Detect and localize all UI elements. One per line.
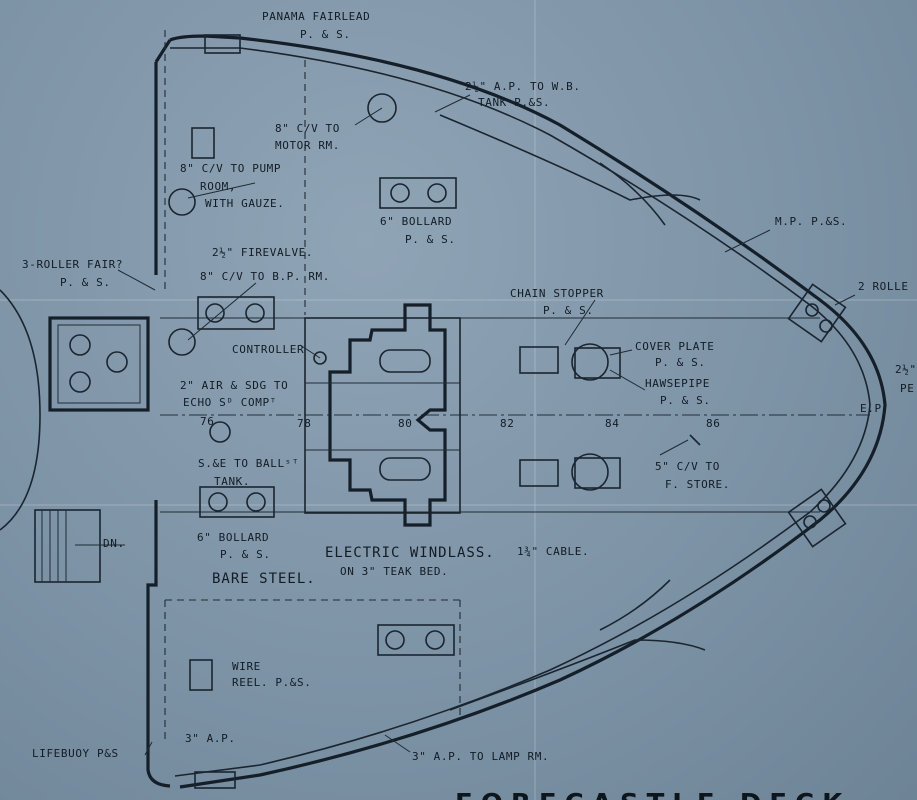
label-ap-three: 3" A.P. xyxy=(185,732,236,745)
roller-fairlead xyxy=(48,316,150,412)
electric-windlass xyxy=(304,303,461,527)
label-two-roller: 2 ROLLE xyxy=(858,280,909,293)
frame-84: 84 xyxy=(605,417,619,430)
label-hawse-pipe-sub: P. & S. xyxy=(660,394,711,407)
label-ap-lamp: 3" A.P. TO LAMP RM. xyxy=(412,750,549,763)
leaders xyxy=(117,94,856,756)
label-cover-plate-sub: P. & S. xyxy=(655,356,706,369)
label-bollard-low: 6" BOLLARD xyxy=(197,531,269,544)
dashed-outlines xyxy=(164,30,461,740)
label-cv-bp-rm: 8" C/V TO B.P. RM. xyxy=(200,270,330,283)
label-electric-windlass: ELECTRIC WINDLASS. xyxy=(325,545,495,561)
label-lifebuoy: LIFEBUOY P&S xyxy=(32,747,119,760)
bollards xyxy=(197,177,457,656)
label-panama-fairlead-sub: P. & S. xyxy=(300,28,351,41)
label-cv-pump-room-3: WITH GAUZE. xyxy=(205,197,284,210)
drawing-title: FORECASTLE DECK xyxy=(455,789,850,800)
label-chain-stopper: CHAIN STOPPER xyxy=(510,287,604,300)
label-cv-f-store-sub: F. STORE. xyxy=(665,478,730,491)
label-fire-valve: 2½" FIREVALVE. xyxy=(212,246,313,259)
label-air-sdg-sub: ECHO Sᴰ COMPᵀ xyxy=(183,396,277,409)
label-roller-fair-sub: P. & S. xyxy=(60,276,111,289)
label-cable: 1¾" CABLE. xyxy=(517,545,589,558)
label-bare-steel: BARE STEEL. xyxy=(212,571,316,587)
label-roller-fair: 3-ROLLER FAIR? xyxy=(22,258,123,271)
label-wire-reel: WIRE xyxy=(232,660,261,673)
label-bollard-top-sub: P. & S. xyxy=(405,233,456,246)
label-controller: CONTROLLER xyxy=(232,343,304,356)
adjacent-arc xyxy=(0,289,41,531)
label-cv-pump-room-2: ROOM, xyxy=(200,180,236,193)
label-cv-motor-rm-sub: MOTOR RM. xyxy=(275,139,340,152)
label-bollard-low-sub: P. & S. xyxy=(220,548,271,561)
vents xyxy=(168,34,701,789)
frame-82: 82 xyxy=(500,417,514,430)
frame-80: 80 xyxy=(398,417,412,430)
label-pe-cut: 2½" xyxy=(895,363,917,376)
label-cv-motor-rm: 8" C/V TO xyxy=(275,122,340,135)
label-ep: E.P. xyxy=(860,402,889,415)
label-wire-reel-sub: REEL. P.&S. xyxy=(232,676,311,689)
frame-78: 78 xyxy=(297,417,311,430)
label-cv-pump-room: 8" C/V TO PUMP xyxy=(180,162,281,175)
label-hawse-pipe: HAWSEPIPE xyxy=(645,377,710,390)
label-teak-bed: ON 3" TEAK BED. xyxy=(340,565,448,578)
label-dn: DN. xyxy=(103,537,125,550)
frame-86: 86 xyxy=(706,417,720,430)
label-cv-f-store: 5" C/V TO xyxy=(655,460,720,473)
label-ap-wb-tank: 2½" A.P. TO W.B. xyxy=(465,80,581,93)
label-air-sdg: 2" AIR & SDG TO xyxy=(180,379,288,392)
stair xyxy=(34,509,125,583)
hull-outline xyxy=(146,34,887,789)
bow-rollers xyxy=(787,283,847,548)
label-cover-plate: COVER PLATE xyxy=(635,340,714,353)
label-ap-wb-tank-sub: TANK P.&S. xyxy=(478,96,550,109)
centreline xyxy=(160,317,870,513)
frame-76: 76 xyxy=(200,415,214,428)
label-panama-fairlead: PANAMA FAIRLEAD xyxy=(262,10,370,23)
chain-gear xyxy=(519,343,621,491)
label-chain-stopper-sub: P. & S. xyxy=(543,304,594,317)
label-se-ballast: S.&E TO BALLˢᵀ xyxy=(198,457,299,470)
label-mp: M.P. P.&S. xyxy=(775,215,847,228)
label-se-ballast-sub: TANK. xyxy=(214,475,250,488)
label-pe-cut-sub: PE xyxy=(900,382,914,395)
annotations: PANAMA FAIRLEAD P. & S. 2½" A.P. TO W.B.… xyxy=(22,10,917,800)
label-bollard-top: 6" BOLLARD xyxy=(380,215,452,228)
